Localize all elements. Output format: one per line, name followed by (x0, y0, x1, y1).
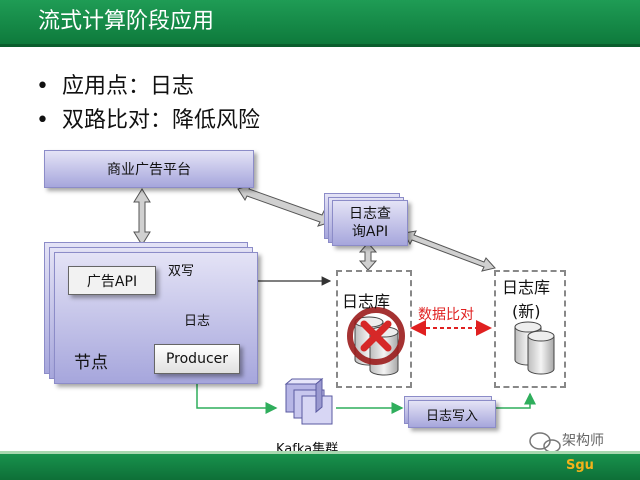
arrow-producer-to-kafka (196, 378, 278, 414)
watermark-brand: Sgu (566, 458, 594, 473)
dual-write-label: 双写 (168, 264, 195, 279)
ad-api-label: 广告API (86, 273, 138, 290)
double-arrow-query-newdb (403, 230, 496, 272)
log-write-box-front: 日志写入 (408, 400, 496, 428)
bullet-text: 应用点：日志 (62, 74, 195, 99)
double-arrow-platform-query (237, 184, 332, 227)
log-query-box-front: 日志查 询API (332, 200, 408, 246)
ad-platform-label: 商业广告平台 (107, 162, 191, 178)
wechat-icon (529, 432, 561, 453)
compare-label: 数据比对 (418, 307, 474, 323)
footer-bar (0, 454, 640, 480)
new-log-db-cylinders (514, 321, 555, 375)
bullet-list: •应用点：日志 •双路比对：降低风险 (36, 70, 260, 138)
log-query-label-line1: 日志查 (349, 206, 391, 222)
bullet-item: •应用点：日志 (36, 74, 195, 99)
old-log-db-container (336, 270, 412, 388)
new-log-db-label-line1: 日志库 (502, 278, 551, 297)
log-write-label: 日志写入 (425, 408, 478, 424)
kafka-cluster-icon (284, 377, 333, 425)
double-arrow-query-olddb (358, 242, 378, 271)
new-log-db-container (494, 270, 566, 388)
log-doc-label: 日志 (184, 314, 211, 329)
arrow-logwrite-to-newdb (496, 392, 536, 409)
footer-line (0, 451, 640, 454)
double-arrow-platform-node (133, 188, 151, 246)
ad-platform-box: 商业广告平台 (44, 150, 254, 188)
ad-api-box: 广告API (68, 266, 156, 295)
producer-box: Producer (154, 344, 240, 374)
title-bar-stripe (0, 44, 640, 47)
watermark-name: 架构师 (562, 433, 604, 449)
log-query-label-line2: 询API (351, 224, 389, 240)
bullet-text: 双路比对：降低风险 (62, 108, 261, 133)
producer-label: Producer (165, 351, 229, 367)
new-log-db-label-line2: (新) (512, 302, 541, 321)
x-circle-icon (347, 307, 405, 365)
old-log-db-label: 日志库 (342, 292, 391, 311)
bullet-item: •双路比对：降低风险 (36, 108, 261, 133)
node-label: 节点 (74, 353, 108, 373)
page-title: 流式计算阶段应用 (38, 9, 215, 34)
title-bar: 流式计算阶段应用 (0, 0, 640, 44)
